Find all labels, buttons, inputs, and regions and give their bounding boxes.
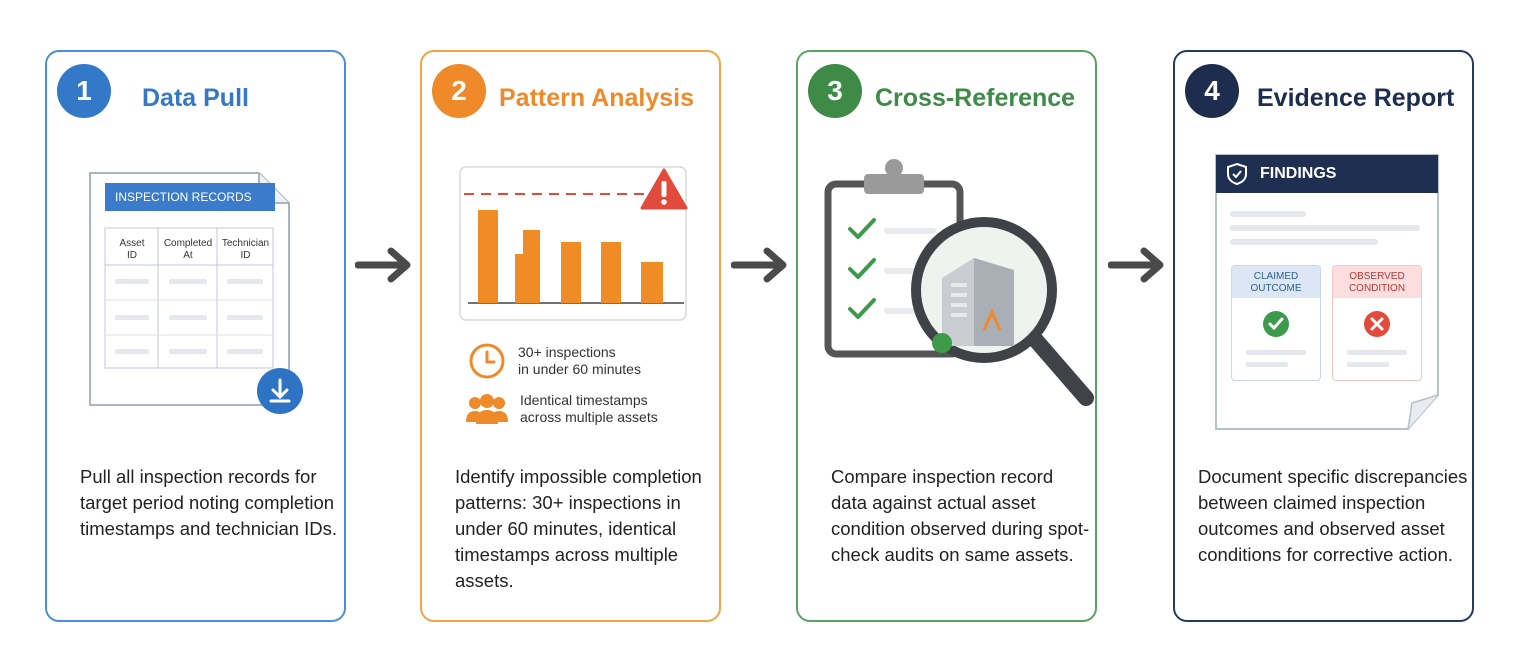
step-description: Pull all inspection records for target p… — [80, 466, 338, 539]
column-header-technician-id: Technician ID — [221, 238, 270, 261]
download-icon — [257, 368, 303, 414]
x-circle-icon — [1347, 311, 1407, 367]
findings-report-illustration: FINDINGS CLAIMED OUTCOME OBSERVED CONDIT… — [1214, 153, 1442, 435]
step-description: Document specific discrepancies between … — [1198, 466, 1468, 565]
step-number-badge: 4 — [1185, 64, 1239, 118]
step-number-badge: 3 — [808, 64, 862, 118]
records-document-illustration: INSPECTION RECORDS Asset ID Completed At… — [87, 170, 307, 415]
warning-icon — [640, 168, 688, 210]
claimed-outcome-label: CLAIMED OUTCOME — [1232, 266, 1320, 298]
check-circle-icon — [1246, 311, 1306, 367]
records-header: INSPECTION RECORDS — [105, 183, 275, 211]
column-header-asset-id: Asset ID — [119, 238, 145, 261]
step-card-pattern-analysis: 2 Pattern Analysis 30+ inspections in un… — [420, 50, 721, 622]
audit-comparison-illustration — [824, 158, 1099, 408]
observed-condition-panel: OBSERVED CONDITION — [1332, 265, 1422, 381]
people-icon — [466, 394, 508, 424]
legend-item-identical-timestamps: Identical timestamps across multiple ass… — [464, 392, 658, 426]
step-number-badge: 2 — [432, 64, 486, 118]
legend-text: 30+ inspections in under 60 minutes — [518, 344, 641, 377]
arrow-right-icon — [1108, 247, 1164, 283]
step-description: Compare inspection record data against a… — [831, 466, 1090, 565]
magnifier-icon — [911, 217, 1094, 406]
step-number-badge: 1 — [57, 64, 111, 118]
step-card-data-pull: 1 Data Pull INSPECTION RECORDS Asset ID … — [45, 50, 346, 622]
claimed-outcome-panel: CLAIMED OUTCOME — [1231, 265, 1321, 381]
step-card-cross-reference: 3 Cross-Reference — [796, 50, 1097, 622]
column-header-completed-at: Completed At — [163, 238, 213, 261]
step-title: Data Pull — [142, 84, 249, 112]
timestamp-chart-illustration — [458, 164, 690, 324]
findings-header: FINDINGS — [1260, 165, 1337, 182]
arrow-right-icon — [731, 247, 787, 283]
building-icon — [932, 258, 1014, 353]
arrow-right-icon — [355, 247, 411, 283]
step-title: Evidence Report — [1257, 84, 1455, 112]
step-card-evidence-report: 4 Evidence Report FINDINGS CLAIMED OUTCO… — [1173, 50, 1474, 622]
step-description: Identify impossible completion patterns:… — [455, 466, 702, 591]
shield-icon — [1226, 162, 1248, 186]
legend-text: Identical timestamps across multiple ass… — [520, 392, 658, 425]
clock-icon — [469, 343, 505, 379]
observed-condition-label: OBSERVED CONDITION — [1333, 266, 1421, 298]
legend-item-inspection-rate: 30+ inspections in under 60 minutes — [468, 342, 641, 380]
step-title: Cross-Reference — [875, 84, 1076, 112]
step-title: Pattern Analysis — [499, 84, 694, 112]
